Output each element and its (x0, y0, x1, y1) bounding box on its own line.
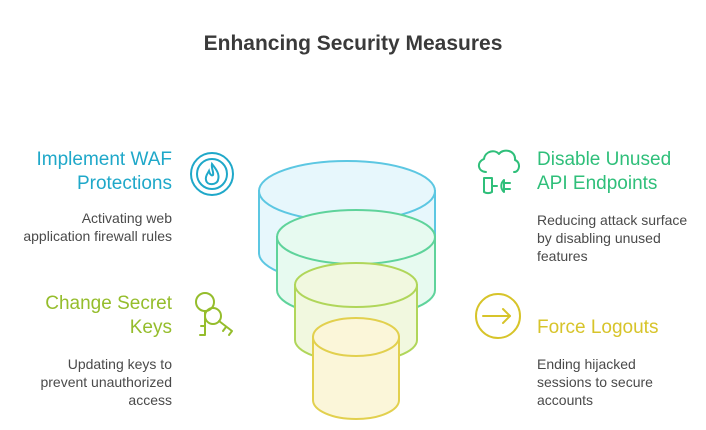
api-description: Reducing attack surface by disabling unu… (537, 212, 688, 264)
waf-description: Activating web application firewall rule… (23, 210, 172, 244)
logout-description: Ending hijacked sessions to secure accou… (537, 356, 653, 408)
layer-logout (312, 317, 400, 420)
logout-arrow-icon (475, 293, 521, 339)
keys-heading: Change Secret Keys (45, 293, 172, 338)
diagram-title: Enhancing Security Measures (203, 32, 503, 55)
cloud-plug-icon (478, 149, 520, 195)
keys-icon (195, 292, 233, 336)
fire-shield-icon (190, 152, 234, 196)
waf-heading: Implement WAF Protections (36, 149, 173, 194)
logout-heading: Force Logouts (537, 317, 659, 338)
api-heading: Disable Unused API Endpoints (537, 149, 672, 194)
keys-description: Updating keys to prevent unauthorized ac… (40, 356, 172, 408)
